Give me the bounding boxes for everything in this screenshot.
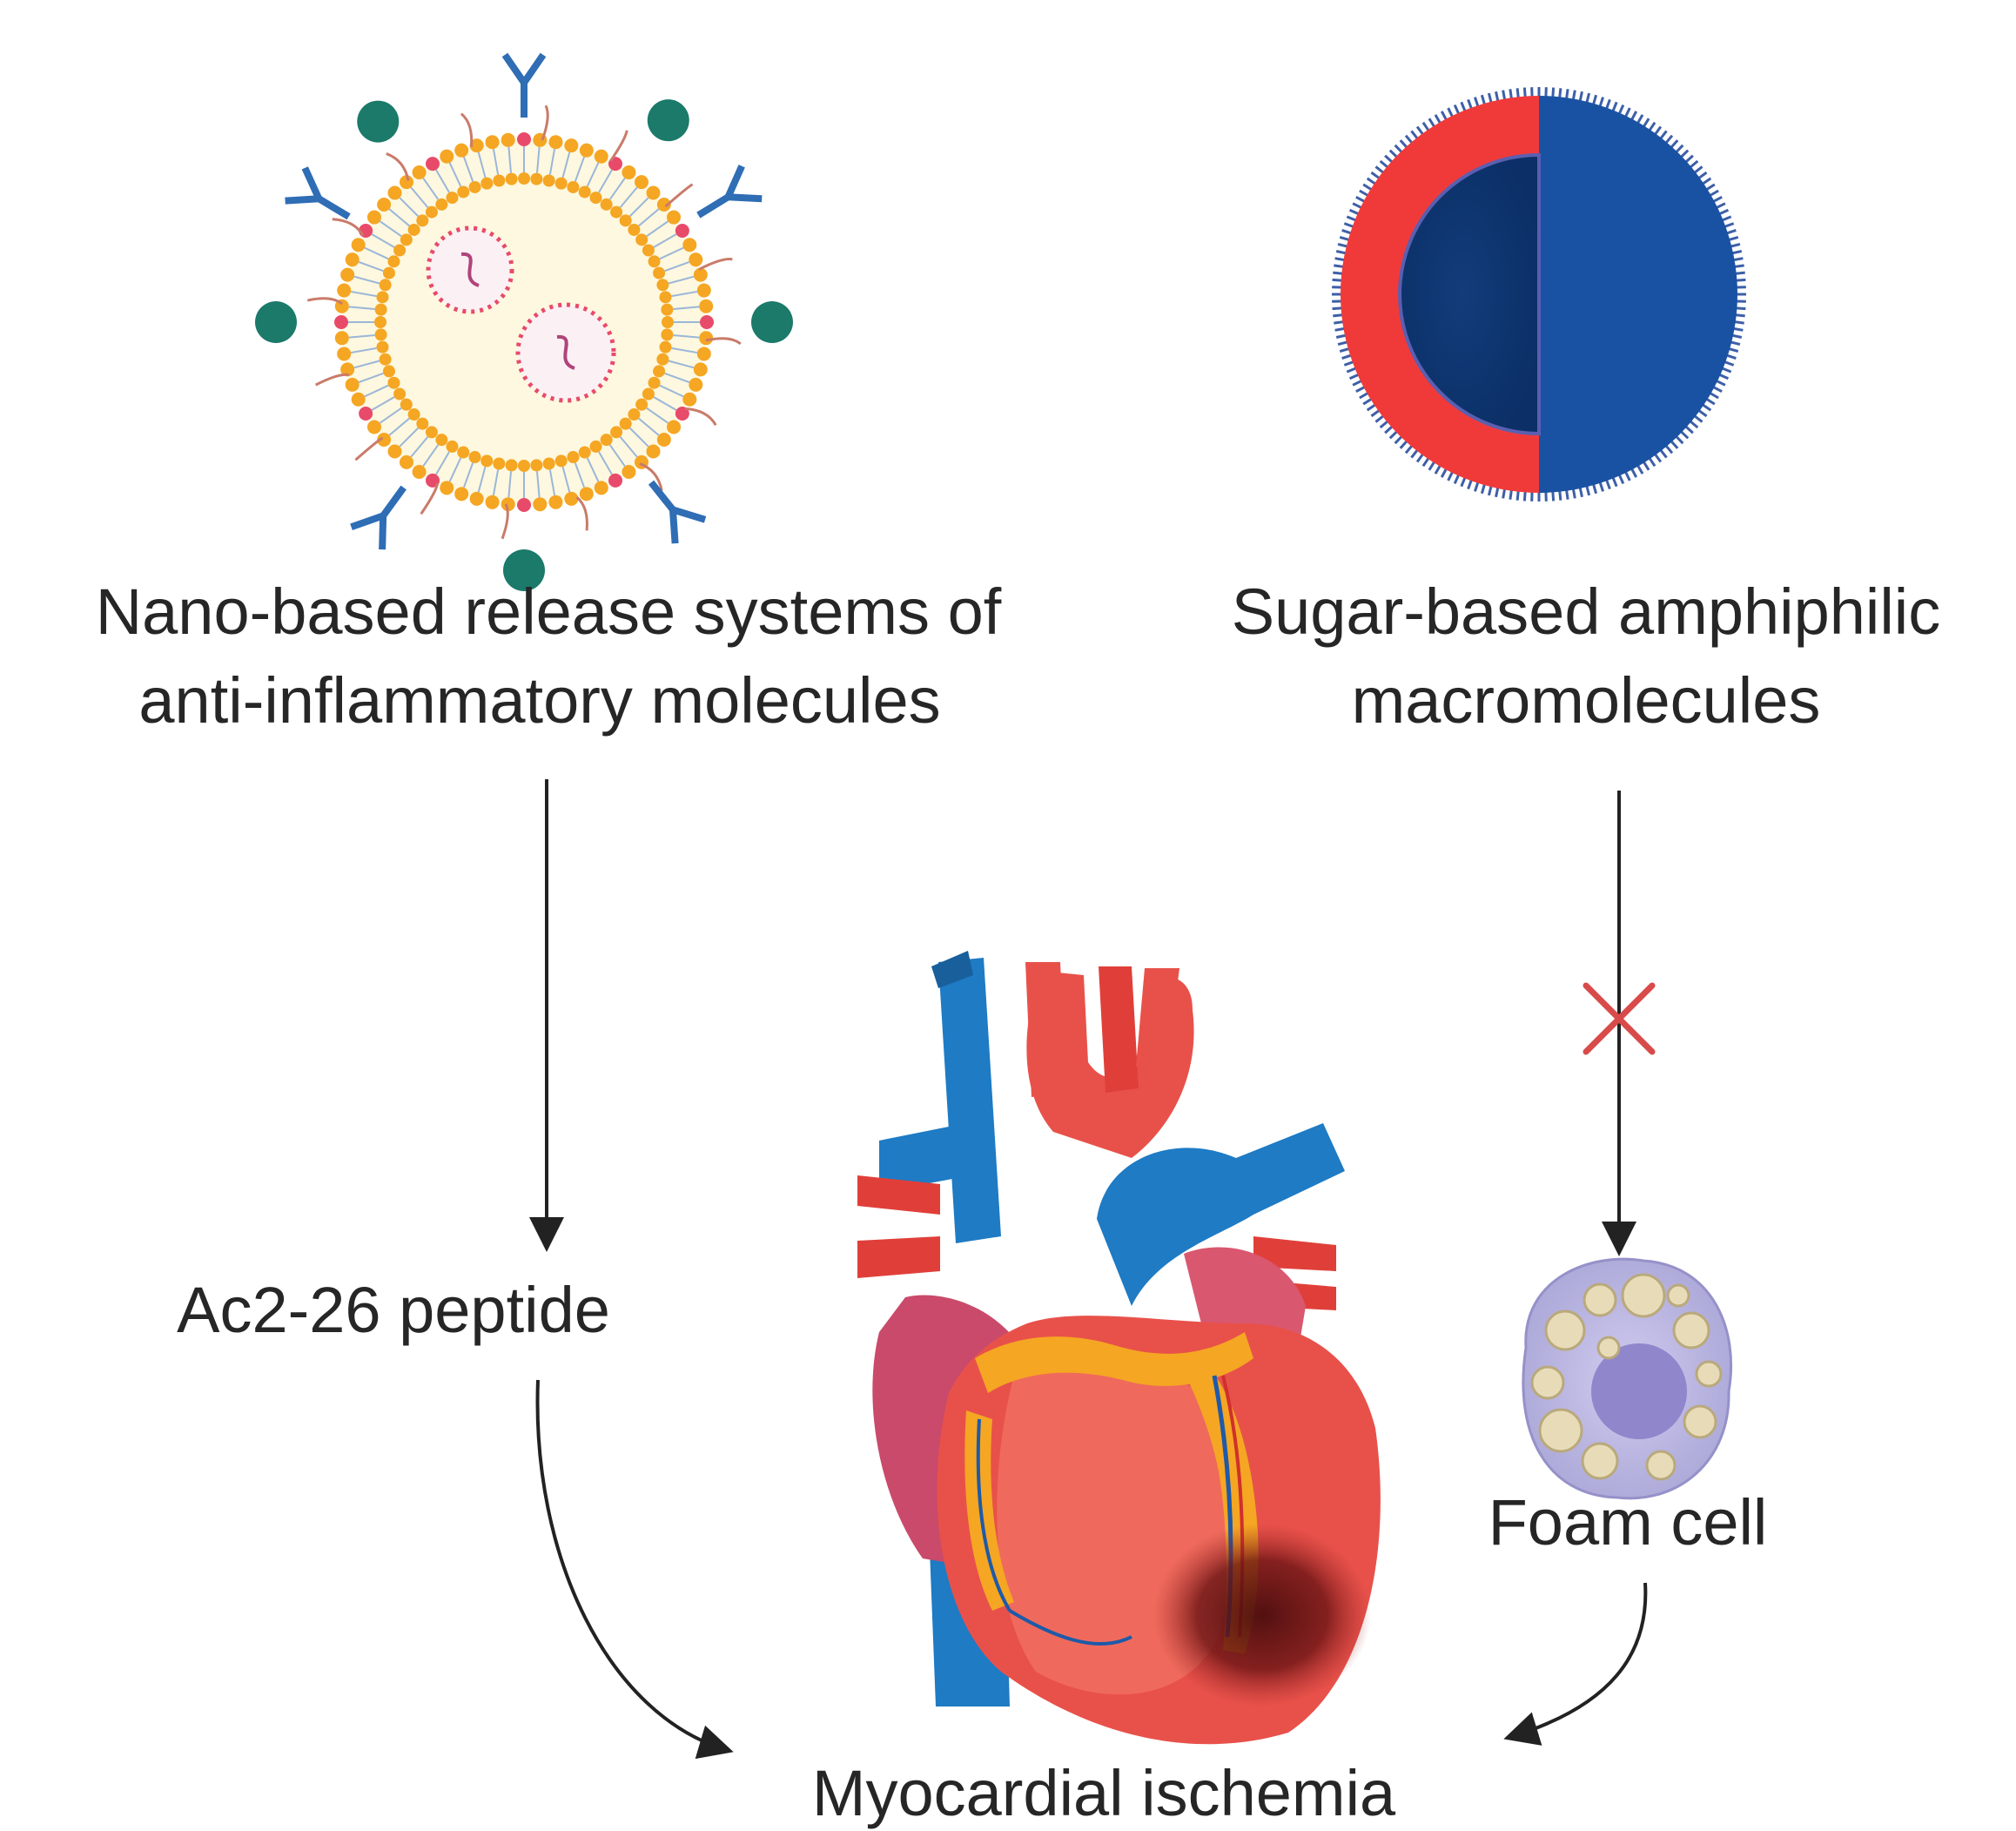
cross-mark-icon bbox=[1583, 982, 1656, 1055]
outcome-label: Myocardial ischemia bbox=[812, 1757, 1396, 1829]
nano-label-line2: anti-inflammatory molecules bbox=[138, 664, 940, 737]
peptide-label: Ac2-26 peptide bbox=[177, 1274, 610, 1346]
nano-label-line1: Nano-based release systems of bbox=[96, 576, 1002, 648]
foam-cell-icon bbox=[1522, 1257, 1733, 1500]
sugar-label-line1: Sugar-based amphiphilic bbox=[1232, 576, 1940, 648]
amphiphilic-micelle-icon bbox=[1332, 87, 1746, 502]
liposome-nanoparticle-icon bbox=[255, 52, 793, 591]
arrow-foam-cell-to-ischemia bbox=[1503, 1582, 1648, 1746]
sugar-label-line2: macromolecules bbox=[1352, 664, 1821, 737]
heart-icon bbox=[857, 951, 1381, 1745]
arrow-peptide-to-ischemia bbox=[535, 1379, 734, 1760]
